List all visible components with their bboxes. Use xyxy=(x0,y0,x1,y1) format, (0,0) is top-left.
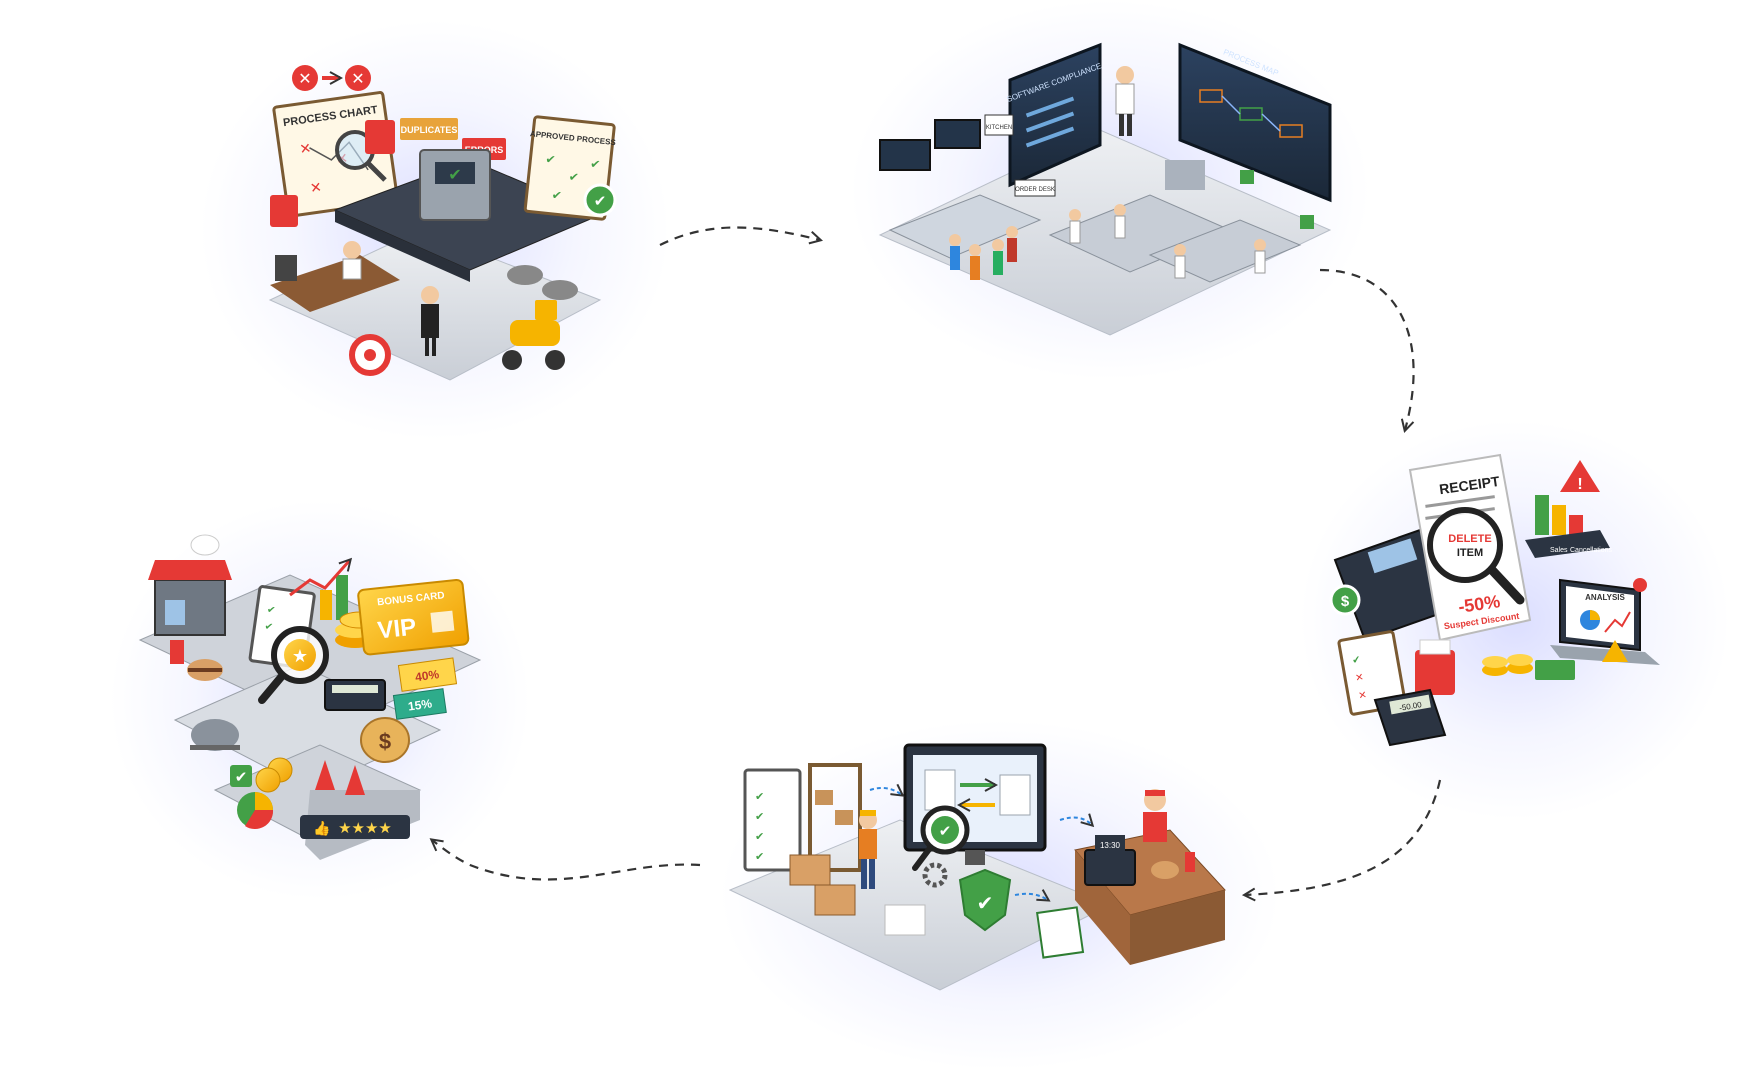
sorting-machine xyxy=(419,149,491,221)
cloche-icon xyxy=(191,719,239,751)
delivery-scooter-icon xyxy=(502,300,565,370)
svg-text:✔: ✔ xyxy=(590,157,601,172)
chef-figure xyxy=(343,241,361,259)
scene3-receipt-audit: RECEIPT -50% Suspect Discount DELETE ITE… xyxy=(1329,453,1660,747)
growth-chart xyxy=(289,560,350,620)
check-badge-icon xyxy=(230,765,252,787)
cardboard-box xyxy=(789,854,831,886)
sales-bar-chart: Sales Cancellations xyxy=(1525,495,1613,558)
coupon-40-label: 40% xyxy=(414,667,440,684)
calculator: -50.00 xyxy=(1373,688,1447,747)
analysis-label: ANALYSIS xyxy=(1585,593,1625,602)
svg-text:✔: ✔ xyxy=(939,823,952,840)
svg-text:✔: ✔ xyxy=(755,811,764,823)
svg-text:★: ★ xyxy=(292,646,308,666)
money-bag-icon: $ xyxy=(360,717,410,763)
vip-bonus-card: BONUS CARD VIP xyxy=(357,578,470,656)
calculator-display: -50.00 xyxy=(1398,700,1422,713)
dollar-coin-icon xyxy=(1329,584,1361,616)
svg-text:✔: ✔ xyxy=(1351,654,1361,666)
svg-text:✔: ✔ xyxy=(448,167,461,184)
analysis-laptop: ANALYSIS xyxy=(1550,578,1660,665)
sales-label: Sales xyxy=(1550,547,1568,554)
svg-text:$: $ xyxy=(379,729,391,754)
arrow-scene3-to-scene4 xyxy=(1245,779,1442,895)
inventory-checklist: ✔ ✔ ✔ ✔ xyxy=(743,768,802,872)
svg-text:✔: ✔ xyxy=(235,769,248,786)
svg-text:✔: ✔ xyxy=(264,621,274,633)
presenter-figure xyxy=(1116,66,1134,84)
tag-duplicates: DUPLICATES xyxy=(401,125,458,135)
svg-text:$: $ xyxy=(1341,593,1350,610)
software-compliance-screen: SOFTWARE COMPLIANCE xyxy=(1006,42,1103,188)
svg-text:👍: 👍 xyxy=(313,820,330,837)
kitchen-sign: KITCHEN xyxy=(986,125,1012,131)
delete-item-line2: ITEM xyxy=(1457,547,1483,559)
rating-stars: ★★★★ xyxy=(338,820,392,837)
svg-text:✔: ✔ xyxy=(755,831,764,843)
cash-register xyxy=(1084,849,1136,886)
checklist-clipboard: ✔ ✕ ✕ xyxy=(1337,630,1407,716)
arrow-scene4-to-scene5 xyxy=(432,840,701,881)
scene4-integration: ✔ ✔ ✔ ✔ xyxy=(728,743,1226,991)
delete-item-line1: DELETE xyxy=(1448,533,1491,545)
arrow-scene1-to-scene2 xyxy=(659,226,820,246)
customer-figures xyxy=(949,226,1018,280)
scene1-process-cleanup: ✕ ✕ PROCESS CHART ✕ ✕ ✕ DUPLICATES xyxy=(268,65,617,381)
svg-text:✕: ✕ xyxy=(309,179,323,196)
pie-chart-icon xyxy=(237,792,274,830)
svg-text:✕: ✕ xyxy=(298,71,311,88)
magnifier-icon: DELETE ITEM xyxy=(1427,507,1525,605)
x-mark-icon xyxy=(292,65,318,91)
svg-text:!: ! xyxy=(1577,476,1582,493)
svg-text:✕: ✕ xyxy=(298,140,312,157)
cardboard-box xyxy=(814,884,856,916)
kitchen-staff-figures xyxy=(1069,204,1266,279)
discount-coupon-15: 15% xyxy=(392,688,447,720)
svg-text:✕: ✕ xyxy=(351,71,364,88)
svg-text:✔: ✔ xyxy=(755,791,764,803)
check-icon xyxy=(583,183,617,217)
gear-icon xyxy=(922,862,948,888)
rating-badge: 👍 ★★★★ xyxy=(300,815,410,839)
trash-bin-icon xyxy=(270,195,298,227)
svg-text:✔: ✔ xyxy=(594,193,607,210)
sync-monitor xyxy=(903,743,1047,865)
svg-text:✔: ✔ xyxy=(568,170,579,185)
scene5-loyalty-results: ✔ ✔ ★ BONUS CARD VIP xyxy=(138,534,482,860)
storefront-icon xyxy=(148,534,232,636)
trash-bin-icon xyxy=(365,120,395,154)
bonus-card-vip: VIP xyxy=(376,614,417,645)
svg-text:✕: ✕ xyxy=(1358,690,1368,702)
calculator xyxy=(324,679,386,711)
pos-terminal xyxy=(1333,528,1452,642)
order-desk-sign: ORDER DESK xyxy=(1015,187,1055,193)
warning-triangle-icon xyxy=(1560,460,1600,492)
cash-stack xyxy=(1535,660,1575,680)
shield-check-icon: ✔ xyxy=(958,868,1012,932)
discount-coupon-40: 40% xyxy=(397,657,458,692)
x-mark-icon xyxy=(345,65,371,91)
coupon-15-label: 15% xyxy=(407,696,433,713)
register-clock-display: 13:30 xyxy=(1100,841,1121,850)
svg-text:✕: ✕ xyxy=(1354,672,1364,684)
svg-text:✔: ✔ xyxy=(551,188,562,203)
waiter-figure xyxy=(421,286,439,304)
burger-icon xyxy=(1151,861,1179,879)
cancellations-label: Cancellations xyxy=(1570,547,1613,554)
arrow-scene2-to-scene3 xyxy=(1319,268,1415,430)
svg-text:✔: ✔ xyxy=(977,893,994,915)
trash-bin-icon xyxy=(1415,650,1455,695)
svg-text:✔: ✔ xyxy=(755,851,764,863)
svg-text:✔: ✔ xyxy=(266,604,276,616)
svg-text:✔: ✔ xyxy=(545,152,556,167)
scene2-kitchen-compliance: SOFTWARE COMPLIANCE PROCESS MAP KITCH xyxy=(878,42,1332,336)
